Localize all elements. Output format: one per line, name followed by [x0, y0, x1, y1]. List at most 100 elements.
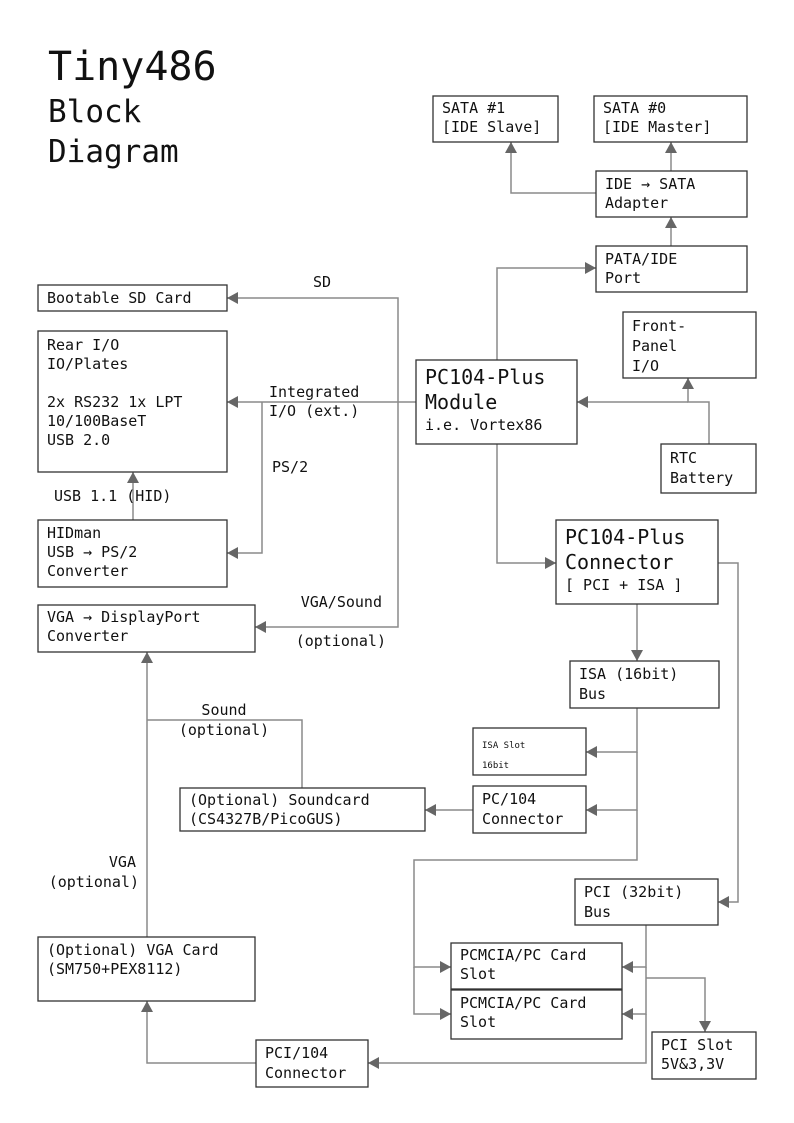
connector-wire	[227, 402, 263, 559]
arrowhead-icon	[227, 292, 238, 304]
arrowhead-icon	[440, 961, 451, 973]
connector-wire	[368, 1014, 647, 1069]
node-label-line: Panel	[632, 337, 677, 355]
node-label-line: PATA/IDE	[605, 250, 677, 268]
arrowhead-icon	[127, 472, 139, 483]
node-label-line: [IDE Slave]	[442, 118, 541, 136]
node-box	[595, 170, 748, 218]
connector-wire	[665, 217, 677, 246]
connector-wire	[141, 1001, 256, 1064]
node-label-line: ISA Slot	[482, 741, 525, 751]
connector-wire	[127, 472, 139, 520]
node-label-line: PCI/104	[265, 1044, 328, 1062]
node-box	[450, 942, 623, 990]
connector-wire	[631, 604, 643, 661]
node-label-line: [ PCI + ISA ]	[565, 576, 682, 594]
connector-wire	[413, 967, 451, 1020]
node-label-line: SATA #0	[603, 99, 666, 117]
node-label-line: PCMCIA/PC Card	[460, 994, 586, 1012]
edge-label-vgasound: VGA/Sound	[301, 593, 382, 611]
node-box	[651, 1031, 757, 1080]
node-box	[37, 330, 228, 473]
edge-label-vga: VGA	[109, 853, 136, 871]
connector-wire	[227, 396, 416, 408]
node-box	[37, 519, 228, 588]
arrowhead-icon	[545, 557, 556, 569]
node-label-line: IO/Plates	[47, 355, 128, 373]
node-label-line: PC104-Plus	[425, 365, 545, 389]
node-label-line: Slot	[460, 965, 496, 983]
node-box	[472, 727, 587, 776]
node-label-line: PC104-Plus	[565, 525, 685, 549]
arrowhead-icon	[718, 896, 729, 908]
connector-wire	[496, 262, 596, 360]
node-label-line: 10/100BaseT	[47, 412, 146, 430]
edge-label-integrated2: I/O (ext.)	[269, 402, 359, 420]
node-box	[179, 787, 426, 832]
node-label-line: USB 2.0	[47, 431, 110, 449]
node-label-line: (CS4327B/PicoGUS)	[189, 810, 343, 828]
arrowhead-icon	[586, 746, 597, 758]
node-label-line: Bus	[584, 903, 611, 921]
node-label-line: Connector	[565, 550, 673, 574]
arrowhead-icon	[368, 1057, 379, 1069]
diagram-subtitle-line2: Diagram	[48, 134, 179, 170]
node-sata0: SATA #0[IDE Master]	[593, 95, 748, 143]
edge-label-vgasound_opt: (optional)	[296, 632, 386, 650]
connector-wire	[665, 142, 677, 171]
edge-label-ps2: PS/2	[272, 458, 308, 476]
node-label-line: i.e. Vortex86	[425, 416, 542, 434]
node-label-line: USB → PS/2	[47, 543, 137, 561]
node-label-line: PC/104	[482, 790, 536, 808]
arrowhead-icon	[227, 396, 238, 408]
arrowhead-icon	[699, 1021, 711, 1032]
arrowhead-icon	[665, 217, 677, 228]
node-label-line: VGA → DisplayPort	[47, 608, 201, 626]
node-box	[415, 359, 578, 445]
node-box	[593, 95, 748, 143]
node-label-line: PCI (32bit)	[584, 883, 683, 901]
diagram-subtitle-line1: Block	[48, 94, 142, 130]
arrowhead-icon	[585, 262, 596, 274]
node-isabus: ISA (16bit)Bus	[569, 660, 720, 709]
edge-label-sound: Sound	[201, 701, 246, 719]
connector-wire	[577, 396, 688, 408]
node-box	[432, 95, 559, 143]
node-label-line: 16bit	[482, 761, 509, 771]
arrowhead-icon	[141, 1001, 153, 1012]
node-label-line: PCI Slot	[661, 1036, 733, 1054]
node-label-line: Converter	[47, 627, 128, 645]
edge-label-sd: SD	[313, 273, 331, 291]
node-label-line: (Optional) Soundcard	[189, 791, 370, 809]
node-label-line: Adapter	[605, 194, 668, 212]
node-box	[569, 660, 720, 709]
node-box	[595, 245, 748, 293]
node-label-line: Battery	[670, 469, 733, 487]
connector-wire	[413, 810, 638, 973]
arrowhead-icon	[440, 1008, 451, 1020]
node-label-line: ISA (16bit)	[579, 665, 678, 683]
arrowhead-icon	[665, 142, 677, 153]
connector-wire	[622, 967, 647, 1020]
arrowhead-icon	[505, 142, 517, 153]
arrowhead-icon	[622, 961, 633, 973]
edge-label-vga_opt: (optional)	[49, 873, 139, 891]
connector-wire	[255, 402, 399, 633]
edge-label-sound_opt: (optional)	[179, 721, 269, 739]
node-soundcard: (Optional) Soundcard(CS4327B/PicoGUS)	[179, 787, 426, 832]
diagram-title: Tiny486	[48, 44, 217, 90]
node-label-line: Module	[425, 390, 497, 414]
node-label-line: 5V&3,3V	[661, 1055, 724, 1073]
node-box	[622, 311, 757, 379]
node-box	[37, 284, 228, 312]
